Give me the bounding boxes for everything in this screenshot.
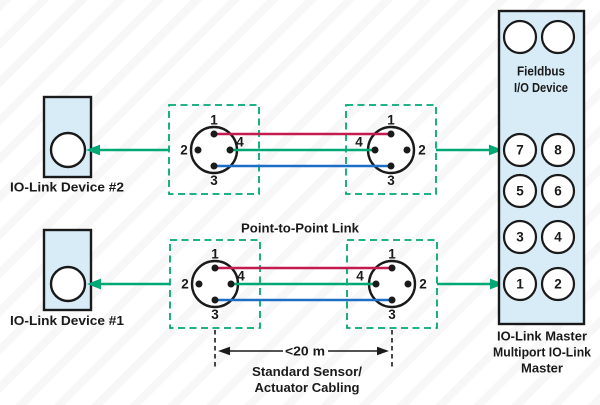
lower-left-pin2 (195, 280, 203, 288)
master-port-1-label: 1 (516, 277, 524, 292)
upper-left-pin1-label: 1 (210, 113, 218, 128)
upper-device-arrowhead (86, 144, 100, 156)
device-1-port-circle (49, 265, 87, 303)
cable-length-dimension: <20 m Standard Sensor/ Actuator Cabling (214, 330, 393, 395)
master-port-4-label: 4 (554, 230, 562, 245)
point-to-point-link-label: Point-to-Point Link (241, 221, 360, 236)
io-link-master: Fieldbus I/O Device 7 8 5 6 3 4 1 2 IO-L… (493, 9, 592, 376)
master-port-2 (540, 266, 576, 302)
master-port-8-label: 8 (554, 143, 562, 158)
master-port-1 (502, 266, 538, 302)
master-label-line2: Multiport IO-Link (493, 345, 592, 360)
lower-right-pin2 (404, 280, 412, 288)
lower-left-pin2-label: 2 (181, 277, 189, 292)
master-label-line3: Master (521, 361, 563, 376)
upper-link: 1 2 3 4 1 2 3 4 (86, 104, 503, 195)
fieldbus-label-line2: I/O Device (514, 80, 568, 95)
lower-left-pin1-label: 1 (211, 247, 219, 262)
master-port-7-label: 7 (516, 143, 524, 158)
upper-left-pin2-label: 2 (180, 143, 188, 158)
lower-right-pin4 (372, 280, 380, 288)
lower-right-pin3 (388, 296, 396, 304)
upper-right-pin2-label: 2 (418, 143, 426, 158)
master-port-3-label: 3 (516, 230, 524, 245)
master-port-8 (540, 132, 576, 168)
master-port-3 (502, 219, 538, 255)
lower-right-pin4-label: 4 (356, 269, 364, 284)
lower-link: Point-to-Point Link 1 2 3 4 1 2 (87, 221, 504, 329)
device-2-label: IO-Link Device #2 (10, 180, 124, 195)
master-label-line1: IO-Link Master (497, 329, 587, 344)
upper-right-pin4 (371, 146, 379, 154)
upper-left-pin2 (194, 146, 202, 154)
lower-left-pin3 (211, 296, 219, 304)
fieldbus-label-line1: Fieldbus (517, 64, 565, 79)
lower-right-pin3-label: 3 (388, 307, 396, 322)
fieldbus-circle-left (502, 19, 538, 55)
upper-left-pin3-label: 3 (210, 173, 218, 188)
master-port-5-label: 5 (516, 184, 524, 199)
master-port-7 (502, 132, 538, 168)
upper-right-pin3 (387, 162, 395, 170)
master-port-6-label: 6 (554, 184, 562, 199)
lower-right-pin1 (388, 264, 396, 272)
lower-left-pin1 (211, 264, 219, 272)
device-2-port-circle (49, 131, 87, 169)
upper-right-pin3-label: 3 (387, 173, 395, 188)
fieldbus-circle-right (540, 19, 576, 55)
upper-left-pin4 (226, 146, 234, 154)
upper-left-pin4-label: 4 (236, 135, 244, 150)
upper-left-pin1 (210, 130, 218, 138)
device-1-label: IO-Link Device #1 (10, 313, 124, 328)
upper-master-arrowhead (489, 144, 503, 156)
lower-left-pin4-label: 4 (237, 269, 245, 284)
lower-right-pin2-label: 2 (419, 277, 427, 292)
master-port-5 (502, 173, 538, 209)
upper-right-pin2 (403, 146, 411, 154)
master-port-4 (540, 219, 576, 255)
lower-left-pin4 (227, 280, 235, 288)
upper-right-pin4-label: 4 (355, 135, 363, 150)
io-link-device-1: IO-Link Device #1 (10, 228, 124, 328)
lower-left-pin3-label: 3 (211, 307, 219, 322)
dimension-arrowhead-right (377, 346, 389, 356)
lower-right-pin1-label: 1 (388, 247, 396, 262)
distance-label: <20 m (285, 344, 325, 359)
master-port-2-label: 2 (554, 277, 562, 292)
lower-device-arrowhead (87, 278, 101, 290)
io-link-device-2: IO-Link Device #2 (10, 95, 124, 195)
cabling-label-line1: Standard Sensor/ (252, 364, 362, 379)
upper-left-pin3 (210, 162, 218, 170)
master-port-6 (540, 173, 576, 209)
upper-right-pin1-label: 1 (387, 113, 395, 128)
upper-right-pin1 (387, 130, 395, 138)
dimension-arrowhead-left (218, 346, 230, 356)
cabling-label-line2: Actuator Cabling (255, 380, 360, 395)
lower-master-arrowhead (490, 278, 504, 290)
